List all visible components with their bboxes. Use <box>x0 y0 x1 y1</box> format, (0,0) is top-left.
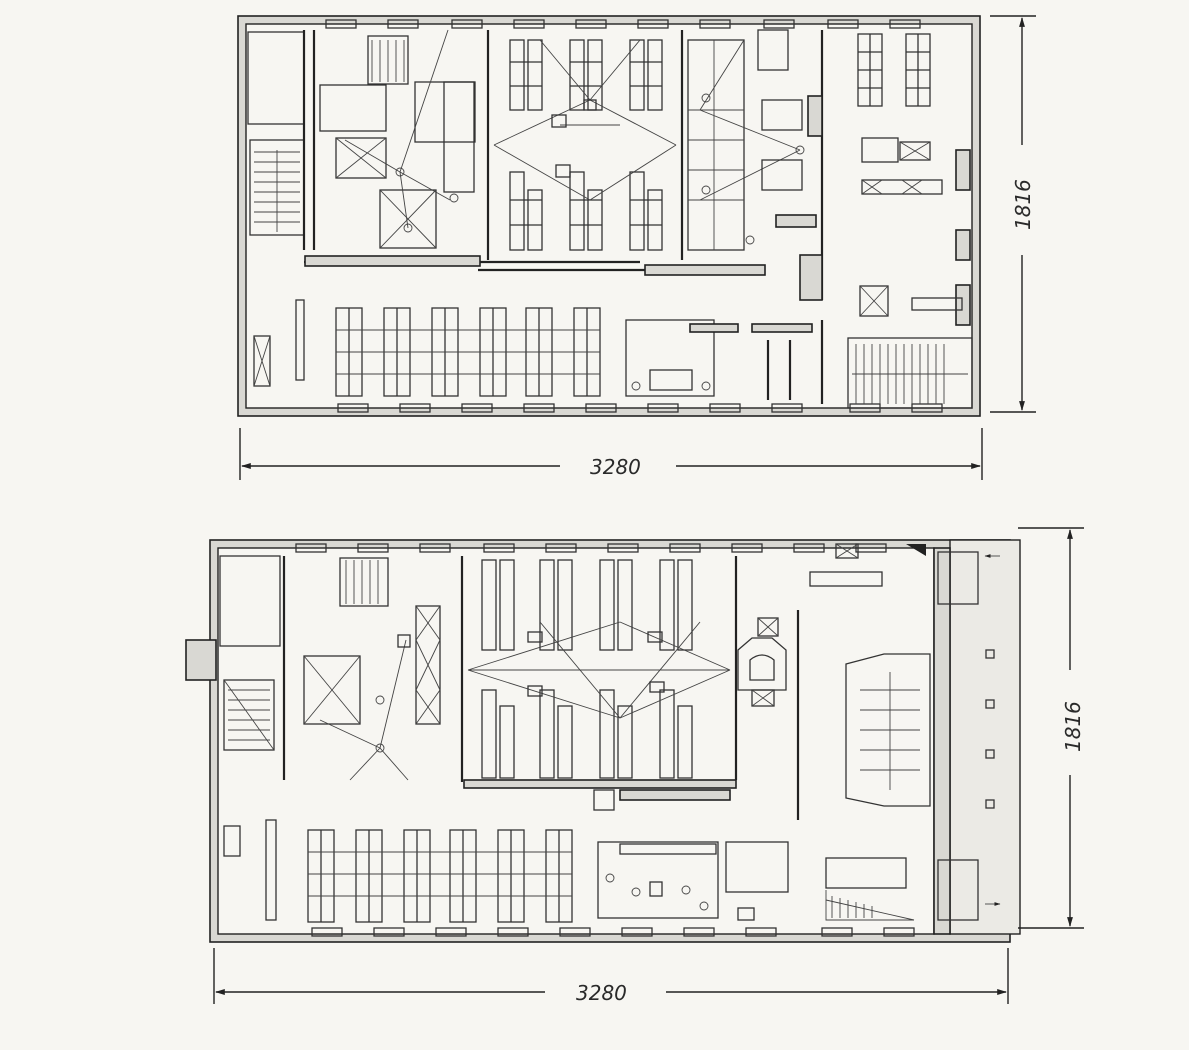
upper-reading-hall-desks <box>509 39 663 251</box>
lower-reading-hall-desks <box>481 559 693 779</box>
upper-plan-dimensions <box>239 15 1036 480</box>
upper-floor-plan <box>237 15 981 417</box>
upper-height-label: 1816 <box>1011 179 1035 230</box>
upper-top-windows <box>325 19 921 29</box>
lower-floor-plan <box>185 539 1021 943</box>
lower-bottom-windows <box>311 927 915 937</box>
lower-column-markers <box>985 649 995 809</box>
upper-right-wing-shelves <box>857 33 931 107</box>
upper-width-label: 3280 <box>590 455 641 479</box>
lower-top-windows <box>295 543 887 553</box>
lower-plan-dimensions <box>213 527 1084 1004</box>
lower-height-label: 1816 <box>1061 701 1085 752</box>
lower-width-label: 3280 <box>576 981 627 1005</box>
lower-large-table <box>845 653 931 807</box>
lower-bookstack-row <box>307 829 573 923</box>
